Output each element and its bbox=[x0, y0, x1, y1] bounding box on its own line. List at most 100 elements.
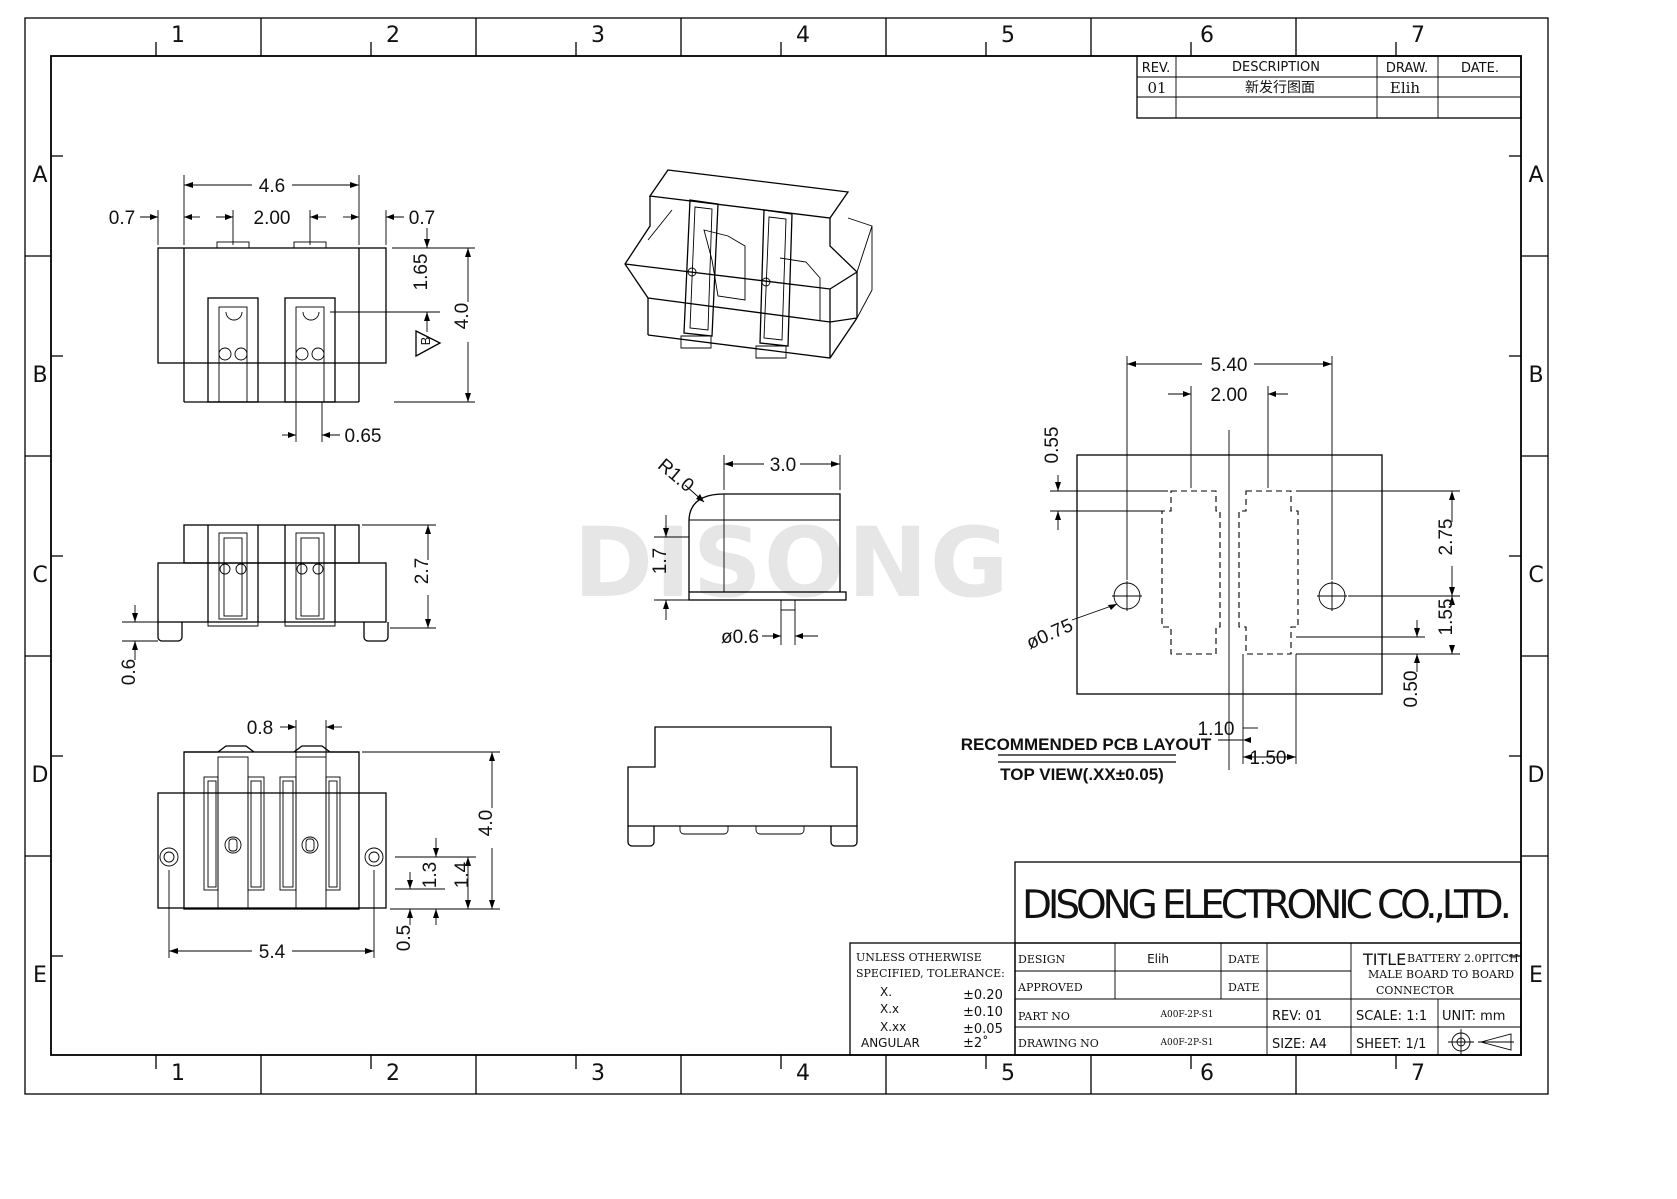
dim-4-6: 4.6 bbox=[259, 176, 285, 197]
row-label-e-right: E bbox=[1529, 963, 1543, 988]
dim-4-0-top: 4.0 bbox=[452, 303, 473, 329]
col-label-2-bottom: 2 bbox=[386, 1061, 400, 1086]
row-label-b: B bbox=[32, 363, 47, 388]
dim-1-50: 1.50 bbox=[1250, 748, 1287, 769]
date-header: DATE. bbox=[1461, 61, 1499, 76]
col-label-7-bottom: 7 bbox=[1411, 1061, 1425, 1086]
pcb-caption-line1: RECOMMENDED PCB LAYOUT bbox=[961, 735, 1212, 754]
part-no-value: A00F-2P-S1 bbox=[1159, 1010, 1213, 1020]
dim-dia-0-6: ø0.6 bbox=[721, 627, 759, 648]
dim-1-10: 1.10 bbox=[1198, 719, 1235, 740]
dim-0-6-front: 0.6 bbox=[119, 659, 140, 685]
size-label: SIZE: A4 bbox=[1272, 1037, 1327, 1052]
drawing-no-label: DRAWING NO bbox=[1018, 1037, 1099, 1050]
col-label-4: 4 bbox=[796, 23, 810, 48]
dim-3-0: 3.0 bbox=[770, 455, 796, 476]
dim-2-7: 2.7 bbox=[412, 558, 433, 584]
tolerance-xx-label: X.x bbox=[880, 1002, 899, 1016]
title-line-2: MALE BOARD TO BOARD bbox=[1368, 968, 1514, 981]
dim-1-4: 1.4 bbox=[452, 861, 473, 888]
bottom-view: 0.8 4.0 1.3 1.4 0.5 5.4 bbox=[157, 718, 500, 963]
rev-label: REV: 01 bbox=[1272, 1009, 1322, 1024]
design-label: DESIGN bbox=[1018, 953, 1066, 966]
front-view: 2.7 0.6 bbox=[119, 524, 436, 685]
row-label-d: D bbox=[32, 763, 49, 788]
pcb-caption: RECOMMENDED PCB LAYOUT TOP VIEW(.XX±0.05… bbox=[961, 735, 1212, 784]
datum-triangle bbox=[415, 329, 442, 358]
title-line-3: CONNECTOR bbox=[1376, 984, 1454, 997]
dim-1-3: 1.3 bbox=[420, 862, 441, 888]
sheet-label: SHEET: 1/1 bbox=[1356, 1037, 1426, 1052]
watermark: DISONG bbox=[573, 507, 1010, 619]
design-date-label: DATE bbox=[1228, 953, 1260, 966]
row-label-e: E bbox=[33, 963, 47, 988]
col-label-7: 7 bbox=[1411, 23, 1425, 48]
tolerance-angular-value: ±2˚ bbox=[963, 1035, 989, 1051]
approved-label: APPROVED bbox=[1017, 981, 1083, 994]
dim-0-8: 0.8 bbox=[247, 718, 273, 739]
sheet-frame: 1 2 3 4 5 6 7 1 2 3 4 5 6 7 A B C D E A … bbox=[24, 17, 1549, 1095]
dim-2-00: 2.00 bbox=[254, 208, 291, 229]
title-line-1: BATTERY 2.0PITCH bbox=[1407, 952, 1519, 965]
drawing-no-value: A00F-2P-S1 bbox=[1159, 1038, 1213, 1048]
dim-4-0-bottom: 4.0 bbox=[476, 810, 497, 836]
col-label-5-bottom: 5 bbox=[1001, 1061, 1015, 1086]
col-label-6: 6 bbox=[1200, 23, 1214, 48]
dim-0-50: 0.50 bbox=[1401, 671, 1422, 708]
tolerance-angular-label: ANGULAR bbox=[861, 1036, 920, 1050]
dim-2-00-pcb: 2.00 bbox=[1211, 385, 1248, 406]
dim-0-7-left: 0.7 bbox=[109, 208, 135, 229]
col-label-1-bottom: 1 bbox=[171, 1061, 185, 1086]
row-label-c: C bbox=[32, 563, 47, 588]
revision-table: REV. DESCRIPTION DRAW. DATE. 01 新发行图面 El… bbox=[1136, 55, 1522, 119]
row-label-c-right: C bbox=[1528, 563, 1543, 588]
scale-label: SCALE: 1:1 bbox=[1356, 1009, 1427, 1024]
dim-dia-0-75: ø0.75 bbox=[1023, 615, 1076, 654]
unit-label: UNIT: mm bbox=[1442, 1009, 1505, 1024]
tolerance-x-label: X. bbox=[880, 985, 892, 999]
projection-symbol-icon bbox=[1448, 1029, 1514, 1055]
description-header: DESCRIPTION bbox=[1232, 60, 1320, 75]
draw-header: DRAW. bbox=[1386, 61, 1428, 76]
dim-0-55: 0.55 bbox=[1042, 427, 1063, 464]
datum-label: B bbox=[418, 337, 433, 346]
description-value: 新发行图面 bbox=[1245, 80, 1315, 96]
row-label-d-right: D bbox=[1528, 763, 1545, 788]
tolerance-xxx-label: X.xx bbox=[880, 1020, 906, 1034]
rev-header: REV. bbox=[1142, 61, 1171, 76]
col-label-3: 3 bbox=[591, 23, 605, 48]
col-label-1: 1 bbox=[171, 23, 185, 48]
col-label-6-bottom: 6 bbox=[1200, 1061, 1214, 1086]
col-label-5: 5 bbox=[1001, 23, 1015, 48]
dim-1-7: 1.7 bbox=[650, 548, 671, 574]
tolerance-xxx-value: ±0.05 bbox=[963, 1022, 1003, 1037]
isometric-view bbox=[624, 169, 873, 359]
top-view: 4.6 2.00 0.7 0.7 1.65 4.0 0.65 B bbox=[109, 175, 475, 447]
tolerance-xx-value: ±0.10 bbox=[963, 1005, 1003, 1020]
dim-2-75: 2.75 bbox=[1436, 519, 1457, 556]
dim-0-65: 0.65 bbox=[345, 426, 382, 447]
draw-value: Elih bbox=[1390, 79, 1421, 97]
row-label-a-right: A bbox=[1528, 163, 1543, 188]
company-name: DISONG ELECTRONIC CO.,LTD. bbox=[1022, 883, 1512, 928]
tolerance-x-value: ±0.20 bbox=[963, 988, 1003, 1003]
design-value: Elih bbox=[1147, 952, 1169, 966]
part-no-label: PART NO bbox=[1018, 1010, 1070, 1023]
tolerance-header-1: UNLESS OTHERWISE bbox=[856, 951, 982, 964]
row-label-a: A bbox=[32, 163, 47, 188]
title-label: TITLE bbox=[1362, 950, 1406, 969]
col-label-3-bottom: 3 bbox=[591, 1061, 605, 1086]
title-block: DISONG ELECTRONIC CO.,LTD. UNLESS OTHERW… bbox=[849, 861, 1522, 1056]
dim-5-40: 5.40 bbox=[1211, 355, 1248, 376]
rear-view bbox=[627, 726, 858, 847]
dim-1-65: 1.65 bbox=[411, 254, 432, 291]
row-label-b-right: B bbox=[1528, 363, 1543, 388]
pcb-layout: 5.40 2.00 0.55 2.75 1.55 0.50 1.10 1.50 … bbox=[1023, 355, 1460, 770]
tolerance-header-2: SPECIFIED, TOLERANCE: bbox=[856, 967, 1005, 980]
dim-0-7-right: 0.7 bbox=[409, 208, 435, 229]
pcb-caption-line2: TOP VIEW(.XX±0.05) bbox=[1000, 765, 1164, 784]
approved-date-label: DATE bbox=[1228, 981, 1260, 994]
col-label-2: 2 bbox=[386, 23, 400, 48]
dim-5-4-bottom: 5.4 bbox=[259, 942, 286, 963]
